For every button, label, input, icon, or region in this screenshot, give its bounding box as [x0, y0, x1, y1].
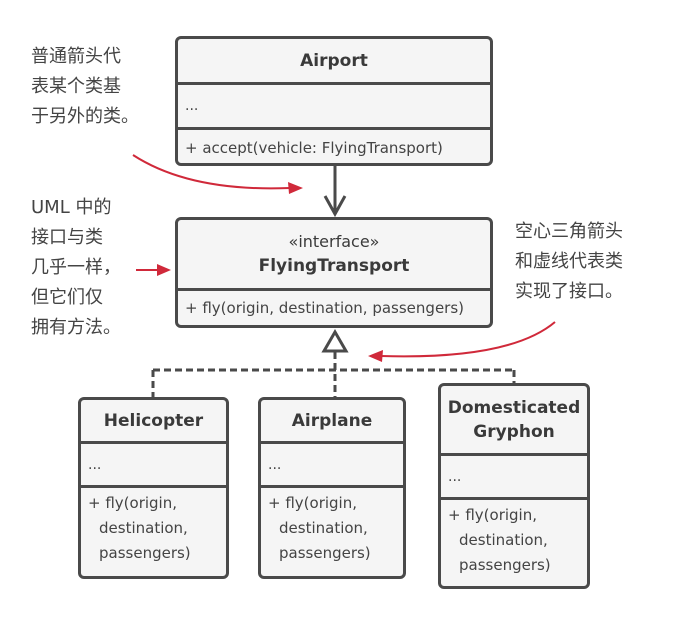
stereotype: «interface»: [288, 232, 380, 251]
method-line: passengers): [459, 556, 551, 574]
note-arrow-1-head-icon: [288, 182, 303, 194]
note-line: 但它们仅: [31, 287, 103, 308]
method-line: passengers): [279, 544, 371, 562]
method-line: destination,: [459, 531, 548, 549]
class-methods: + fly(origin, destination, passengers): [261, 488, 403, 566]
method: + fly(origin,: [448, 506, 537, 524]
method: + fly(origin,: [268, 494, 357, 512]
class-domesticated-gryphon: Domesticated Gryphon ... + fly(origin, d…: [438, 383, 590, 589]
association-arrowhead-icon: [323, 195, 347, 218]
note-line: 拥有方法。: [31, 317, 121, 338]
class-name: Helicopter: [81, 400, 226, 444]
method: + accept(vehicle: FlyingTransport): [185, 139, 443, 157]
method-line: destination,: [279, 519, 368, 537]
note-line: 几乎一样，: [31, 257, 121, 278]
realization-triangle-icon: [321, 329, 349, 353]
interface-name: FlyingTransport: [258, 256, 410, 276]
method-line: destination,: [99, 519, 188, 537]
interface-header: «interface» FlyingTransport: [178, 220, 490, 291]
class-airplane: Airplane ... + fly(origin, destination, …: [258, 397, 406, 579]
class-methods: + fly(origin, destination, passengers): [441, 500, 587, 578]
note-line: 普通箭头代: [31, 46, 121, 67]
interface-flying-transport: «interface» FlyingTransport + fly(origin…: [175, 217, 493, 328]
class-fields: ...: [441, 456, 587, 500]
class-fields: ...: [81, 444, 226, 488]
note-right: 空心三角箭头 和虚线代表类 实现了接口。: [515, 217, 623, 307]
method-line: passengers): [99, 544, 191, 562]
note-line: 实现了接口。: [515, 281, 623, 302]
method: + fly(origin, destination, passengers): [185, 299, 465, 317]
note-line: UML 中的: [31, 197, 112, 218]
class-name: Airplane: [261, 400, 403, 444]
note-arrow-2-head-icon: [157, 264, 171, 276]
class-helicopter: Helicopter ... + fly(origin, destination…: [78, 397, 229, 579]
class-name: Airport: [178, 39, 490, 85]
note-middle-left: UML 中的 接口与类 几乎一样， 但它们仅 拥有方法。: [31, 193, 121, 343]
method: + fly(origin,: [88, 494, 177, 512]
note-line: 于另外的类。: [31, 106, 139, 127]
class-name-line: Gryphon: [473, 421, 555, 442]
note-arrow-3: [379, 321, 556, 358]
note-top-left: 普通箭头代 表某个类基 于另外的类。: [31, 42, 139, 132]
note-line: 和虚线代表类: [515, 251, 623, 272]
class-methods: + accept(vehicle: FlyingTransport): [178, 130, 490, 163]
note-arrow-3-head-icon: [368, 350, 383, 362]
note-arrow-1: [132, 154, 291, 190]
interface-methods: + fly(origin, destination, passengers): [178, 291, 490, 325]
note-line: 接口与类: [31, 227, 103, 248]
class-name: Domesticated Gryphon: [441, 386, 587, 456]
note-line: 空心三角箭头: [515, 221, 623, 242]
class-fields: ...: [261, 444, 403, 488]
class-airport: Airport ... + accept(vehicle: FlyingTran…: [175, 36, 493, 166]
class-name-line: Domesticated: [447, 397, 581, 418]
class-fields: ...: [178, 85, 490, 130]
class-methods: + fly(origin, destination, passengers): [81, 488, 226, 566]
note-line: 表某个类基: [31, 76, 121, 97]
